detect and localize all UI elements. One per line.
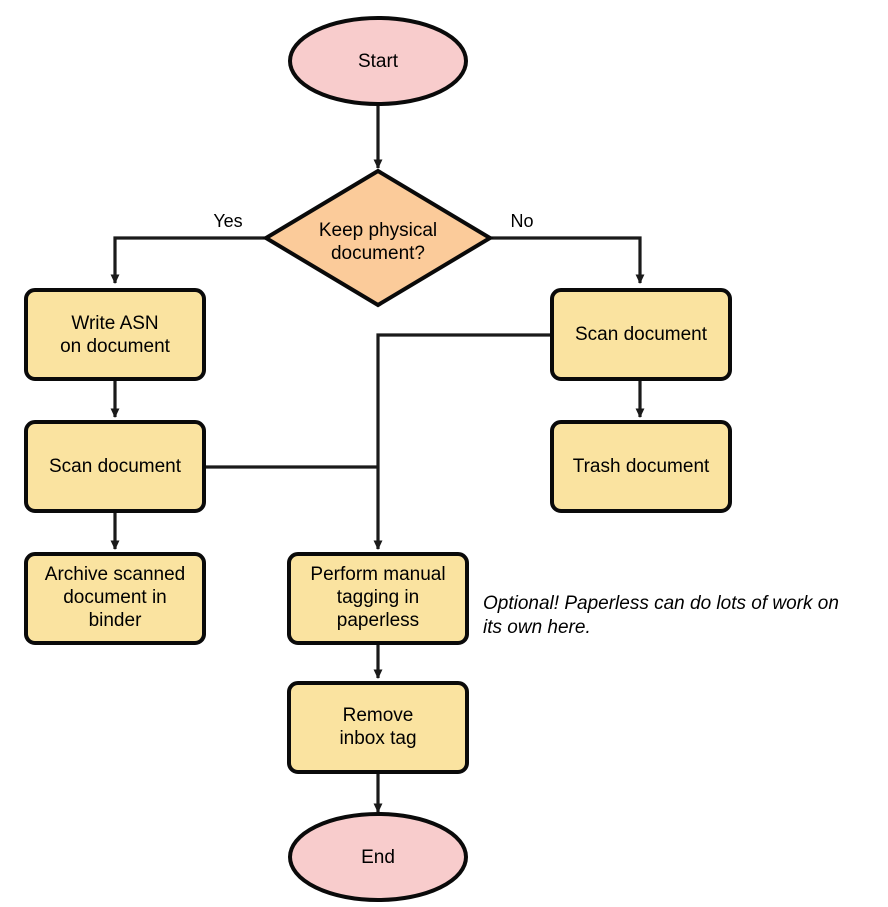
remove-inbox-tag-label-line1: Remove bbox=[343, 705, 414, 726]
archive-label-line3: binder bbox=[89, 610, 142, 631]
trash-document-box-shape bbox=[550, 420, 732, 513]
end-ellipse-shape bbox=[288, 812, 468, 902]
tagging-label-line1: Perform manual bbox=[310, 564, 445, 585]
edge-label-yes: Yes bbox=[213, 211, 242, 231]
optional-note-line1: Optional! Paperless can do lots of work … bbox=[483, 593, 839, 614]
tagging-label-line2: tagging in bbox=[337, 587, 419, 608]
archive-label-line2: document in bbox=[63, 587, 167, 608]
scan-document-right-box-shape bbox=[550, 288, 732, 381]
archive-label-line1: Archive scanned bbox=[45, 564, 185, 585]
remove-inbox-tag-label-line2: inbox tag bbox=[339, 728, 416, 749]
node-write-asn-on-document[interactable]: Write ASN on document bbox=[24, 288, 206, 381]
decision-label-line1: Keep physical bbox=[319, 220, 437, 241]
edge-scan-right-to-tagging bbox=[373, 333, 552, 550]
node-scan-document-left[interactable]: Scan document bbox=[24, 420, 206, 513]
edge-decision-yes-to-write-asn bbox=[110, 236, 266, 284]
optional-note-line2: its own here. bbox=[483, 617, 591, 638]
node-perform-manual-tagging-in-paperless[interactable]: Perform manual tagging in paperless bbox=[287, 552, 469, 645]
start-ellipse-shape bbox=[288, 16, 468, 106]
tagging-label-line3: paperless bbox=[337, 610, 419, 631]
optional-note: Optional! Paperless can do lots of work … bbox=[483, 593, 839, 638]
start-label: Start bbox=[358, 51, 399, 72]
node-start[interactable]: Start bbox=[288, 16, 468, 106]
decision-label-line2: document? bbox=[331, 243, 425, 264]
scan-document-right-label: Scan document bbox=[575, 324, 708, 345]
archive-box-shape bbox=[24, 552, 206, 645]
node-archive-scanned-document-in-binder[interactable]: Archive scanned document in binder bbox=[24, 552, 206, 645]
write-asn-label-line2: on document bbox=[60, 336, 171, 357]
node-scan-document-right[interactable]: Scan document bbox=[550, 288, 732, 381]
decision-diamond-shape bbox=[262, 168, 494, 308]
write-asn-box-shape bbox=[24, 288, 206, 381]
write-asn-label-line1: Write ASN bbox=[71, 313, 158, 334]
edge-decision-no-to-scan-right bbox=[490, 236, 645, 284]
tagging-box-shape bbox=[287, 552, 469, 645]
node-end[interactable]: End bbox=[288, 812, 468, 902]
end-label: End bbox=[361, 847, 395, 868]
node-keep-physical-document-decision[interactable]: Keep physical document? bbox=[262, 168, 494, 308]
node-trash-document[interactable]: Trash document bbox=[550, 420, 732, 513]
scan-document-left-box-shape bbox=[24, 420, 206, 513]
scan-document-left-label: Scan document bbox=[49, 456, 182, 477]
edge-label-no: No bbox=[510, 211, 533, 231]
trash-document-label: Trash document bbox=[573, 456, 710, 477]
remove-inbox-tag-box-shape bbox=[287, 681, 469, 774]
node-remove-inbox-tag[interactable]: Remove inbox tag bbox=[287, 681, 469, 774]
connectors bbox=[110, 103, 645, 813]
